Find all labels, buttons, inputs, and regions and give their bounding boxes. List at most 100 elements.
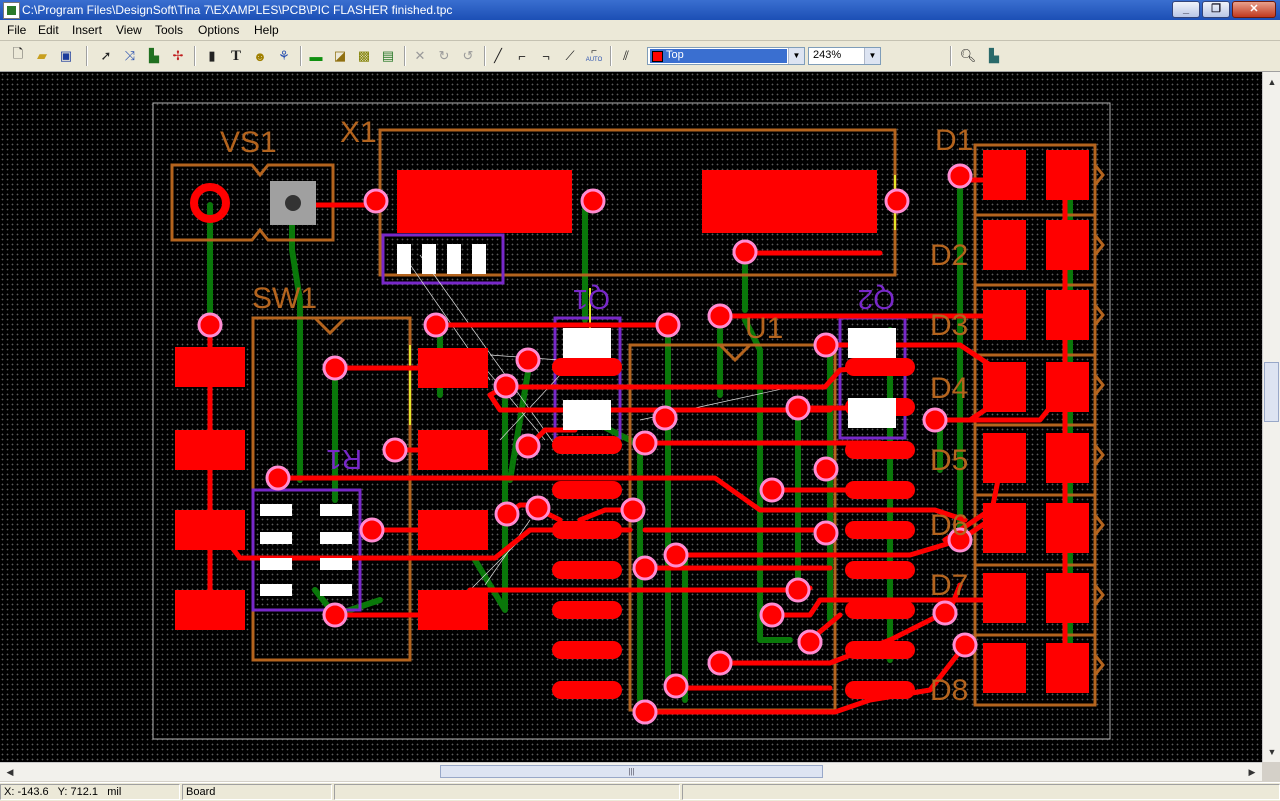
redo-button[interactable]: ↻ (434, 46, 454, 66)
open-folder-icon: ▰ (37, 48, 47, 63)
coordinates-pane: X: -143.6 Y: 712.1 mil (0, 784, 180, 800)
scroll-left-icon[interactable]: ◀ (6, 767, 14, 777)
ratsnest-toggle-icon: ⫽ (623, 48, 629, 63)
new-file-button[interactable]: 🗋 (8, 46, 28, 66)
unit-value: mil (107, 786, 122, 798)
chevron-down-icon[interactable]: ▼ (788, 48, 804, 64)
close-icon: ✕ (1249, 3, 1259, 15)
menu-tools[interactable]: Tools (155, 23, 184, 37)
add-copper-icon: ▩ (357, 48, 371, 63)
save-icon: ▣ (59, 48, 73, 63)
vias (197, 163, 978, 725)
add-pad-button[interactable]: ◪ (330, 46, 350, 66)
undo-button[interactable]: ↺ (458, 46, 478, 66)
drc-icon: ⚘ (278, 48, 290, 63)
menu-edit[interactable]: Edit (38, 23, 59, 37)
add-component-button[interactable]: ✢ (168, 46, 188, 66)
scroll-right-icon[interactable]: ▶ (1248, 767, 1256, 777)
add-layer-icon: ▤ (381, 48, 395, 63)
label-u1: U1 (745, 312, 783, 345)
delete-button[interactable]: ▮ (202, 46, 222, 66)
undo-icon: ↺ (462, 48, 474, 63)
label-q2: Q2 (858, 284, 895, 315)
white-pads (260, 244, 896, 596)
track-straight-icon: ╱ (494, 48, 502, 63)
drc-button[interactable]: ⚘ (274, 46, 294, 66)
board-outline (152, 102, 1111, 740)
close-button[interactable]: ✕ (1232, 1, 1276, 18)
add-copper-button[interactable]: ▩ (354, 46, 374, 66)
scroll-up-icon[interactable]: ▲ (1267, 77, 1277, 87)
label-d8: D8 (930, 674, 968, 707)
zoom-select-value: 243% (813, 49, 842, 61)
label-d7: D7 (930, 569, 968, 602)
cancel-icon: ✕ (414, 48, 426, 63)
text-button[interactable]: T (226, 46, 246, 66)
cancel-button[interactable]: ✕ (410, 46, 430, 66)
menu-file[interactable]: File (7, 23, 27, 37)
menu-view[interactable]: View (116, 23, 142, 37)
autoplace-button[interactable]: ☻ (250, 46, 270, 66)
layer-select[interactable]: Top ▼ (647, 47, 805, 65)
chevron-down-icon[interactable]: ▼ (864, 48, 880, 64)
menu-insert[interactable]: Insert (72, 23, 103, 37)
zoom-icon: 🔍︎ (959, 48, 977, 63)
menu-help[interactable]: Help (254, 23, 279, 37)
label-q1: Q1 (573, 284, 610, 315)
minimize-button[interactable]: _ (1172, 1, 1200, 18)
x-label: X: (4, 786, 15, 798)
label-d2: D2 (930, 239, 968, 272)
pcb-canvas[interactable]: VS1 X1 SW1 U1 D1 D2 D3 D4 D5 D6 D7 D8 R1… (0, 72, 1262, 762)
track-bend-1-button[interactable]: ⌐ (512, 46, 532, 66)
select-arrow-icon: ➚ (100, 48, 112, 63)
add-board-icon: ▬ (309, 48, 323, 64)
add-board-button[interactable]: ▬ (306, 46, 326, 66)
track-bend-2-button[interactable]: ¬ (536, 46, 556, 66)
layer-status: Board (186, 786, 216, 798)
track-auto-button[interactable]: ⌐AUTO (584, 46, 604, 66)
save-button[interactable]: ▣ (56, 46, 76, 66)
restore-icon: ❐ (1211, 3, 1221, 15)
menu-options[interactable]: Options (198, 23, 240, 37)
horizontal-scrollbar[interactable]: ◀ ||| ▶ (0, 762, 1262, 781)
autoplace-icon: ☻ (253, 48, 267, 64)
new-file-icon: 🗋 (12, 46, 24, 61)
redo-icon: ↻ (438, 48, 450, 63)
component-labels: VS1 X1 SW1 U1 D1 D2 D3 D4 D5 D6 D7 D8 (220, 116, 973, 707)
horizontal-scroll-thumb[interactable]: ||| (440, 765, 823, 778)
label-d3: D3 (930, 309, 968, 342)
move-part-icon: ▙ (149, 48, 159, 63)
vertical-scrollbar[interactable]: ▲ ▼ (1262, 72, 1280, 762)
label-vs1: VS1 (220, 126, 277, 159)
y-value: 712.1 (70, 786, 99, 798)
scroll-down-icon[interactable]: ▼ (1267, 747, 1277, 757)
add-pad-icon: ◪ (333, 48, 347, 63)
bottom-labels: R1 Q1 Q2 (326, 284, 895, 475)
select-button[interactable]: ➚ (96, 46, 116, 66)
3d-view-icon: ▙ (989, 48, 999, 63)
open-button[interactable]: ▰ (32, 46, 52, 66)
move-part-button[interactable]: ▙ (144, 46, 164, 66)
track-45-icon: ⟋ (565, 48, 575, 63)
through-hole-pads (190, 181, 316, 225)
track-straight-button[interactable]: ╱ (488, 46, 508, 66)
3d-view-button[interactable]: ▙ (984, 46, 1004, 66)
label-x1: X1 (340, 116, 377, 149)
tina-app-icon[interactable] (3, 2, 20, 19)
track-auto-icon: ⌐ (591, 46, 597, 57)
ratsnest-icon: ⤨ (124, 48, 136, 63)
maximize-button[interactable]: ❐ (1202, 1, 1230, 18)
auto-route-label: AUTO (585, 57, 603, 63)
layer-pane: Board (182, 784, 332, 800)
label-d6: D6 (930, 509, 968, 542)
track-bend-2-icon: ¬ (542, 48, 550, 64)
vertical-scroll-thumb[interactable] (1264, 362, 1279, 422)
pcb-layout: VS1 X1 SW1 U1 D1 D2 D3 D4 D5 D6 D7 D8 R1… (152, 102, 1111, 740)
ratsnest-toggle-button[interactable]: ⫽ (616, 46, 636, 66)
zoom-select[interactable]: 243% ▼ (808, 47, 881, 65)
zoom-button[interactable]: 🔍︎ (958, 46, 978, 66)
add-layer-button[interactable]: ▤ (378, 46, 398, 66)
ratsnest-button[interactable]: ⤨ (120, 46, 140, 66)
track-45-button[interactable]: ⟋ (560, 46, 580, 66)
layer-select-value: Top (650, 49, 787, 63)
